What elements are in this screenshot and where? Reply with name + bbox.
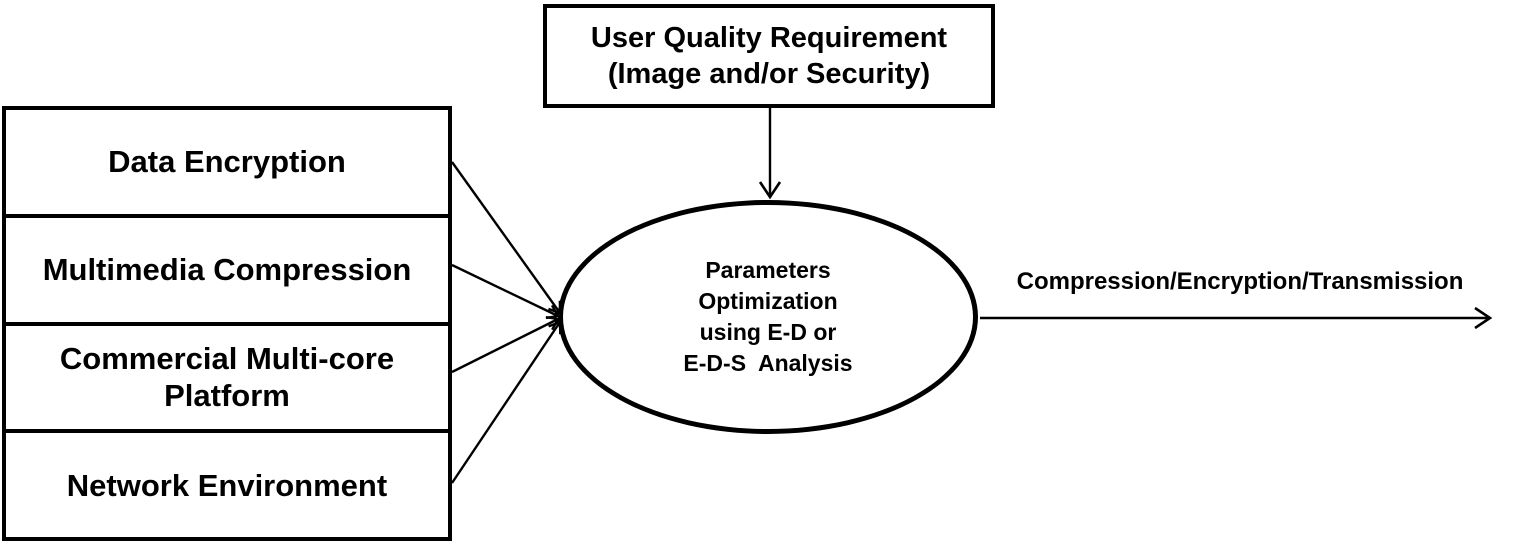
multimedia-compression-label: Multimedia Compression: [42, 252, 412, 288]
node-parameters-optimization: Parameters Optimization using E-D or E-D…: [558, 200, 978, 434]
data-encryption-label: Data Encryption: [108, 144, 346, 180]
node-multimedia-compression: Multimedia Compression: [6, 218, 448, 326]
node-commercial-multicore-platform: Commercial Multi-core Platform: [6, 326, 448, 434]
parameters-optimization-line2: Optimization: [698, 288, 838, 314]
commercial-multicore-platform-label: Commercial Multi-core Platform: [59, 341, 395, 414]
parameters-optimization-line4: E-D-S Analysis: [683, 350, 853, 376]
node-network-environment: Network Environment: [6, 433, 448, 537]
network-environment-label: Network Environment: [66, 467, 388, 503]
arrow-network-environment-to-optimizer: [451, 320, 562, 484]
node-data-encryption: Data Encryption: [6, 110, 448, 218]
arrow-data-encryption-to-optimizer: [451, 161, 562, 315]
arrow-multimedia-compression-to-optimizer: [451, 263, 560, 320]
output-arrow-label: Compression/Encryption/Transmission: [1016, 268, 1464, 295]
node-user-quality-requirement: User Quality Requirement (Image and/or S…: [543, 4, 995, 108]
parameters-optimization-line1: Parameters: [705, 257, 831, 283]
input-stack: Data Encryption Multimedia Compression C…: [2, 106, 452, 541]
arrow-multicore-platform-to-optimizer: [451, 316, 560, 374]
user-quality-requirement-line1: User Quality Requirement: [590, 22, 948, 54]
parameters-optimization-line3: using E-D or: [699, 319, 837, 345]
user-quality-requirement-line2: (Image and/or Security): [607, 58, 931, 90]
